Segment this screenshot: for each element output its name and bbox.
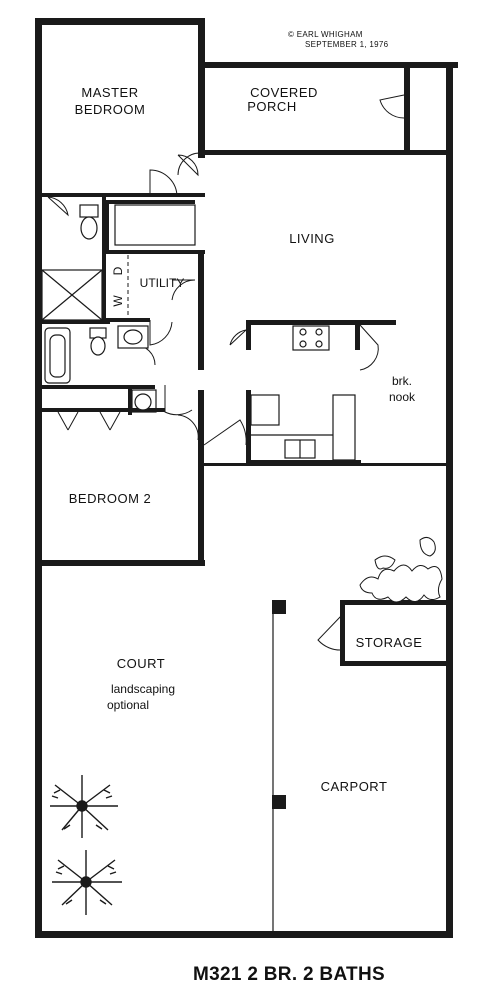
exterior-walls — [35, 18, 458, 938]
copyright-line1: © EARL WHIGHAM — [288, 30, 363, 39]
toilet-icon — [90, 336, 106, 356]
court-note-1: landscaping — [111, 682, 175, 696]
palm-tree-icon — [50, 775, 118, 838]
landscaping — [50, 536, 443, 915]
breakfast-nook-label-2: nook — [389, 390, 416, 404]
doors — [47, 94, 405, 651]
washer-label: W — [111, 295, 125, 307]
living-label: LIVING — [289, 231, 335, 246]
utility-label: UTILITY — [140, 276, 185, 290]
copyright-line2: SEPTEMBER 1, 1976 — [305, 40, 389, 49]
palm-tree-icon — [52, 850, 122, 915]
carport-label: CARPORT — [321, 779, 388, 794]
master-bedroom-label-2: BEDROOM — [75, 102, 146, 117]
covered-porch-label-2: PORCH — [247, 99, 296, 114]
range-icon — [292, 325, 330, 351]
refrigerator-icon — [250, 394, 280, 426]
fixtures — [41, 204, 356, 461]
master-bedroom-label-1: MASTER — [81, 85, 138, 100]
covered-porch-label-1: COVERED — [250, 85, 318, 100]
bedroom-2-label: BEDROOM 2 — [69, 491, 152, 506]
vanity-icon — [114, 204, 196, 246]
water-heater-icon — [134, 393, 152, 411]
interior-walls — [35, 150, 453, 809]
labels: © EARL WHIGHAM SEPTEMBER 1, 1976 MASTER … — [69, 30, 423, 985]
court-note-2: optional — [107, 698, 149, 712]
toilet-tank-icon — [79, 204, 99, 218]
breakfast-nook-label-1: brk. — [392, 374, 412, 388]
storage-label: STORAGE — [356, 635, 423, 650]
thin-lines — [80, 68, 448, 931]
counter-icon — [332, 394, 356, 461]
shrub-icon — [359, 536, 443, 603]
toilet-icon — [80, 216, 98, 240]
plan-title: M321 2 BR. 2 BATHS — [193, 964, 385, 985]
dryer-label: D — [111, 266, 125, 275]
court-label: COURT — [117, 656, 165, 671]
